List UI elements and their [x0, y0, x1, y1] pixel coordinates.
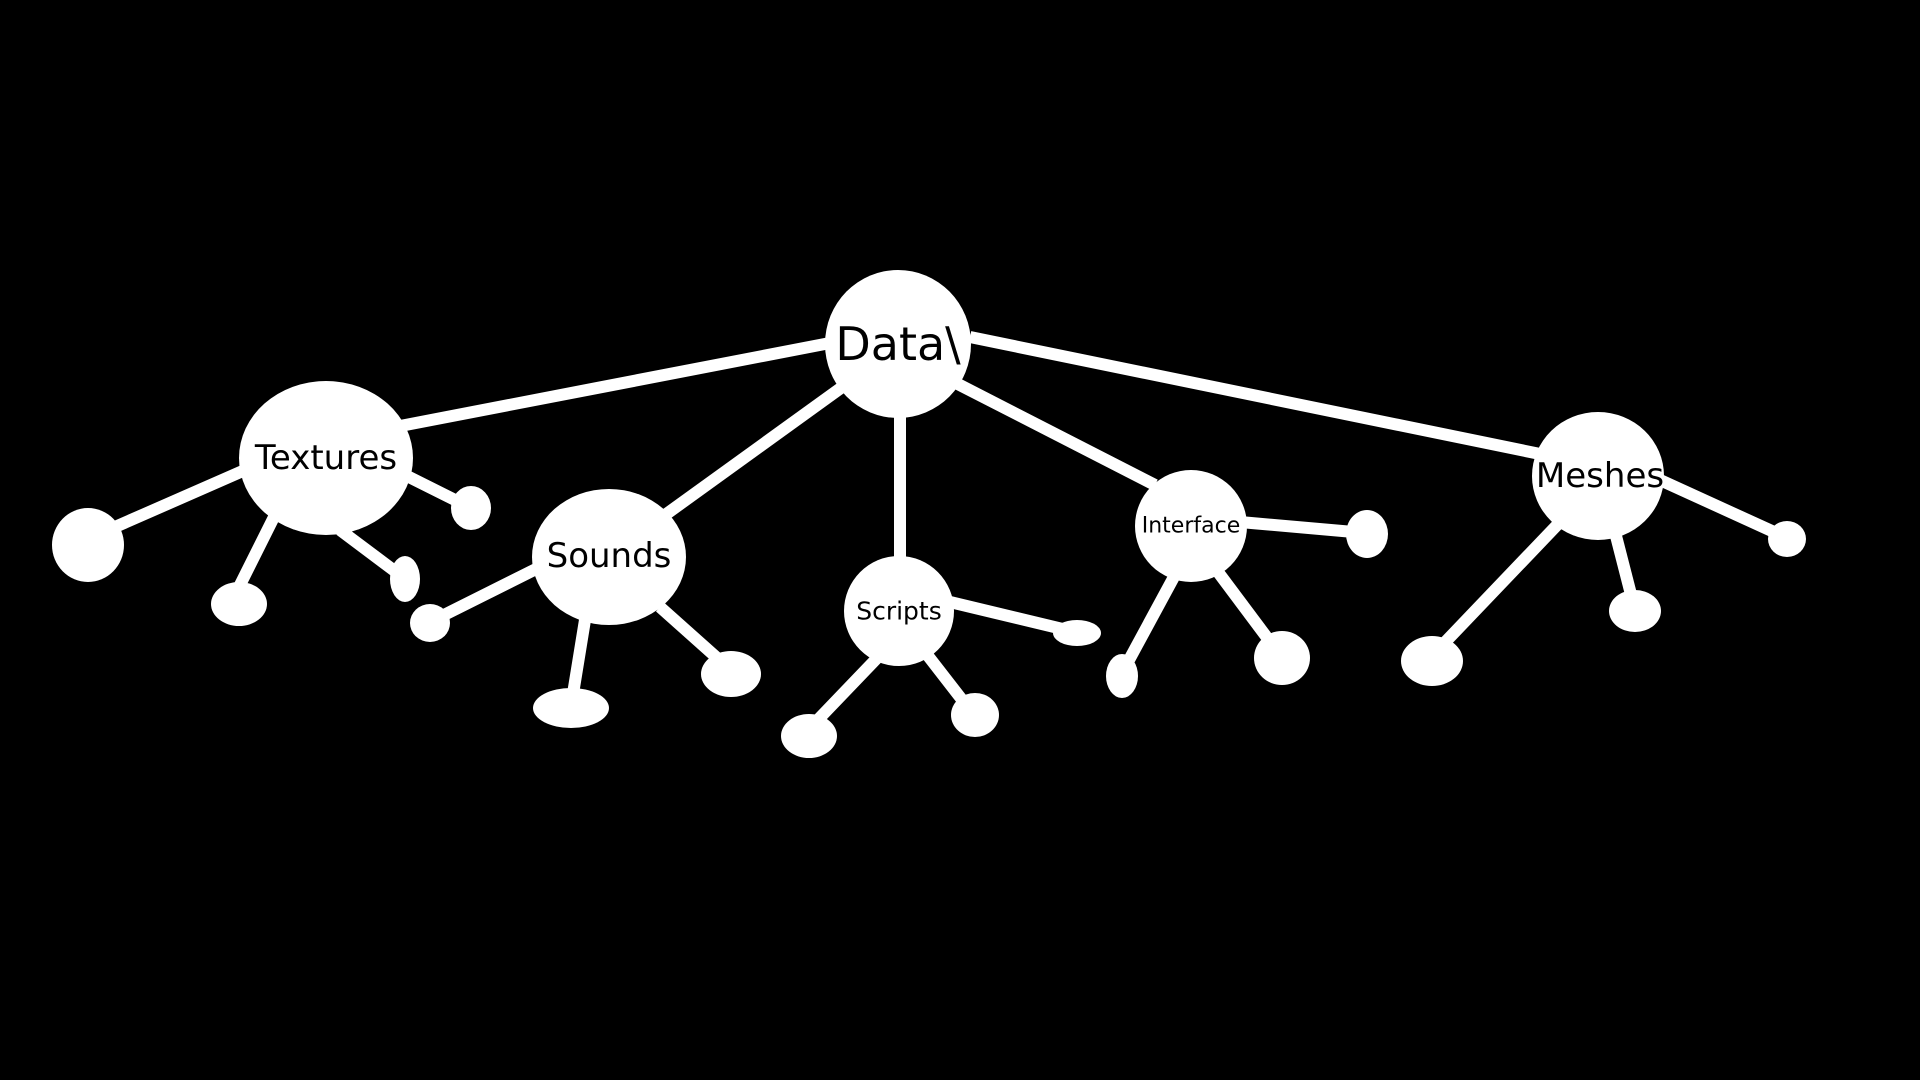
- edge-interface-leaf: [1239, 516, 1366, 539]
- leaf-node: [951, 693, 999, 737]
- edge-root-textures: [393, 337, 832, 433]
- folder-node-sounds: [532, 489, 686, 625]
- edge-root-meshes: [968, 331, 1547, 461]
- folder-label-interface: Interface: [1142, 514, 1241, 539]
- folder-node-textures: [239, 381, 413, 535]
- leaf-node: [390, 556, 420, 602]
- leaf-node: [410, 604, 450, 642]
- edge-meshes-leaf: [1657, 474, 1788, 543]
- leaf-node: [1053, 620, 1101, 646]
- root-label: Data\: [835, 317, 961, 371]
- leaf-node: [211, 582, 267, 626]
- edge-textures-leaf: [112, 464, 248, 533]
- folder-label-textures: Textures: [254, 438, 397, 478]
- edge-root-interface: [947, 374, 1158, 491]
- folder-node-meshes: [1532, 412, 1664, 540]
- leaf-node: [1768, 521, 1806, 557]
- root-node: [825, 270, 971, 418]
- leaf-node: [1401, 636, 1463, 686]
- leaf-node: [701, 651, 761, 697]
- folder-label-scripts: Scripts: [856, 597, 942, 626]
- folder-label-sounds: Sounds: [547, 536, 672, 576]
- leaf-node: [781, 714, 837, 758]
- edge-textures-leaf: [336, 525, 404, 580]
- folder-node-interface: [1135, 470, 1247, 582]
- edge-scripts-leaf: [805, 650, 885, 733]
- leaf-node: [1346, 510, 1388, 558]
- edge-sounds-leaf: [427, 561, 543, 628]
- edge-textures-leaf: [229, 512, 281, 598]
- leaf-node: [451, 486, 491, 530]
- edge-meshes-leaf: [1425, 517, 1565, 663]
- leaf-node: [1609, 590, 1661, 632]
- edge-sounds-leaf: [566, 619, 591, 701]
- leaf-node: [533, 688, 609, 728]
- leaf-node: [1106, 654, 1138, 698]
- edge-root-sounds: [661, 380, 849, 520]
- leaf-node: [52, 508, 124, 582]
- folder-node-scripts: [844, 556, 954, 666]
- edge-scripts-leaf: [948, 596, 1077, 638]
- edge-interface-leaf: [1116, 572, 1181, 676]
- folder-label-meshes: Meshes: [1536, 456, 1664, 496]
- leaf-node: [1254, 631, 1310, 685]
